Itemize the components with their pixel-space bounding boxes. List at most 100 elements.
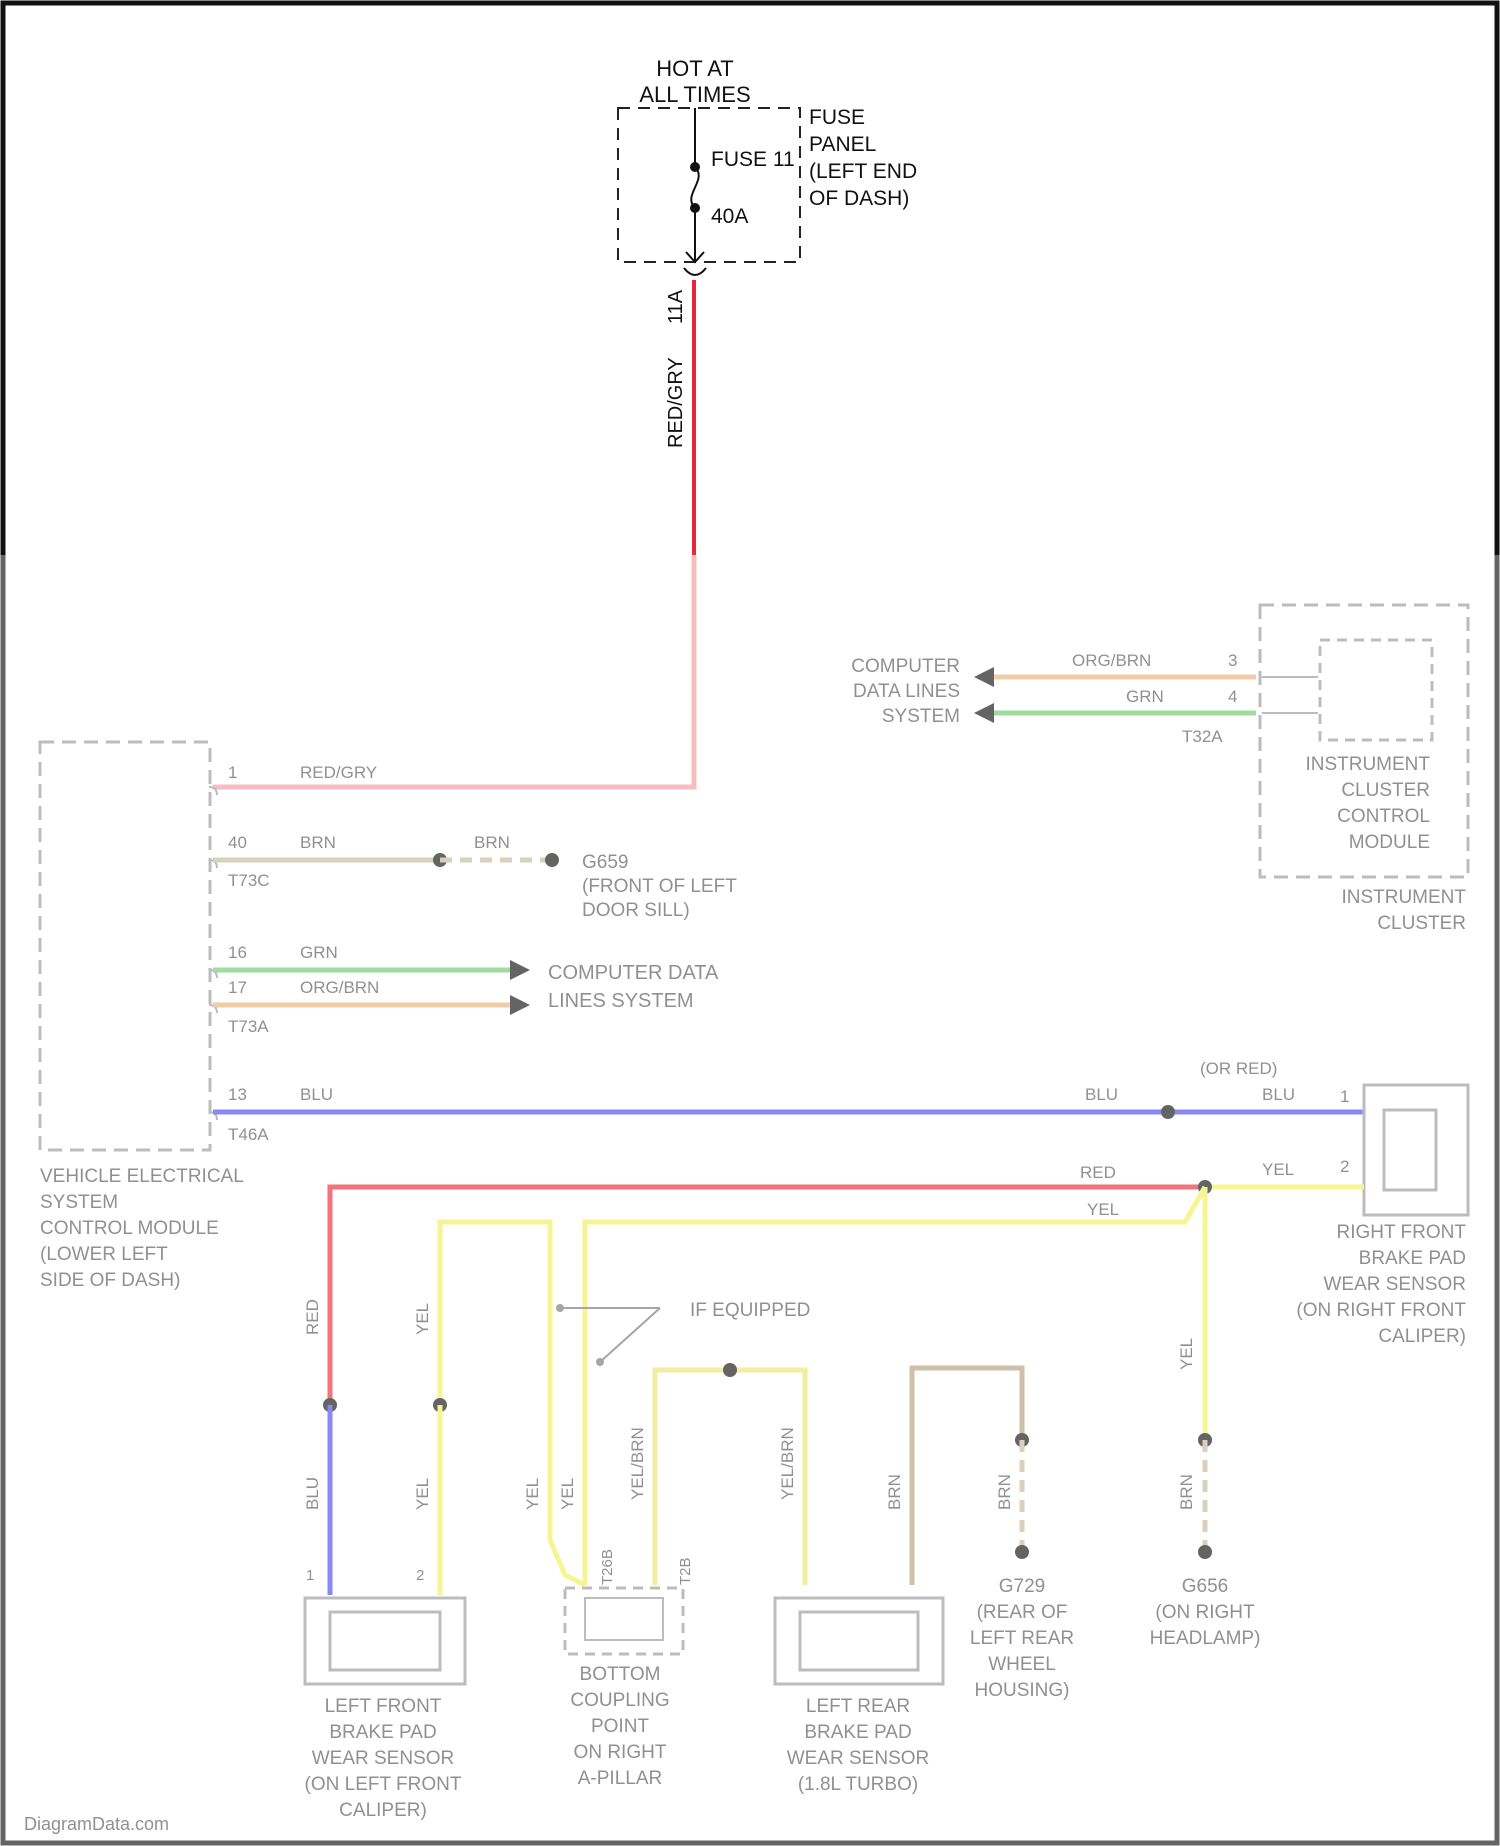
left-rear-label-4: (1.8L TURBO) — [798, 1774, 918, 1795]
right-blu-label: BLU — [1085, 1085, 1118, 1104]
harness-brn-b: BRN — [995, 1474, 1014, 1510]
coupling-inner — [585, 1598, 663, 1640]
cluster-pin4: 4 — [1228, 687, 1237, 706]
coupling-label-5: A-PILLAR — [578, 1768, 662, 1789]
g656-label-3: HEADLAMP) — [1150, 1628, 1261, 1649]
vecm-wire17-color: ORG/BRN — [300, 978, 379, 997]
fuse-pin-label: 11A — [665, 289, 687, 324]
left-rear-label-3: WEAR SENSOR — [787, 1748, 930, 1769]
fuse-panel-label-3: (LEFT END — [809, 160, 917, 183]
right-sensor-inner — [1384, 1110, 1436, 1190]
cluster-connector: T32A — [1182, 727, 1223, 746]
data-lines-left-1: COMPUTER DATA — [548, 962, 719, 984]
fuse-panel-label-2: PANEL — [809, 133, 876, 156]
left-sensor-pin2: 2 — [416, 1567, 424, 1584]
if-equipped-label: IF EQUIPPED — [690, 1300, 810, 1321]
right-sensor-label-1: RIGHT FRONT — [1337, 1222, 1467, 1243]
g729-label-5: HOUSING) — [975, 1680, 1070, 1701]
right-sensor-box — [1364, 1085, 1468, 1215]
fuse-panel-box — [618, 108, 800, 262]
cluster-module-label-1: INSTRUMENT — [1305, 754, 1430, 775]
cluster-wire3-color: ORG/BRN — [1072, 651, 1151, 670]
harness-yel-label: YEL — [1087, 1200, 1119, 1219]
fuse-wire-color: RED/GRY — [665, 357, 687, 448]
right-blu-label-2: BLU — [1262, 1085, 1295, 1104]
vecm-pin13: 13 — [228, 1085, 247, 1104]
data-lines-left-2: LINES SYSTEM — [548, 990, 694, 1012]
cluster-outer-label-1: INSTRUMENT — [1341, 887, 1466, 908]
g729-label-1: G729 — [999, 1576, 1045, 1597]
vecm-connector-t73a: T73A — [228, 1017, 269, 1036]
vecm-label-5: SIDE OF DASH) — [40, 1270, 180, 1291]
right-sensor-label-5: CALIPER) — [1378, 1326, 1466, 1347]
right-sensor-pin2: 2 — [1340, 1157, 1349, 1176]
left-front-sensor-inner — [330, 1612, 440, 1670]
harness-yel-brn-a: YEL/BRN — [628, 1427, 647, 1500]
right-yel-label: YEL — [1262, 1160, 1294, 1179]
cluster-data-label-2: DATA LINES — [853, 681, 960, 702]
g659-label-3: DOOR SILL) — [582, 900, 690, 921]
cluster-module-label-3: CONTROL — [1337, 806, 1430, 827]
coupling-label-3: POINT — [591, 1716, 649, 1737]
yel-harness-wire — [585, 1187, 1205, 1585]
arrow-left-icon — [974, 703, 994, 723]
cluster-data-label-1: COMPUTER — [851, 656, 960, 677]
left-rear-sensor-inner — [800, 1612, 918, 1670]
coupling-label-4: ON RIGHT — [574, 1742, 667, 1763]
harness-yel-right: YEL — [1177, 1338, 1196, 1370]
coupling-conn-2: T2B — [677, 1557, 694, 1585]
coupling-label-1: BOTTOM — [580, 1664, 661, 1685]
left-rear-label-2: BRAKE PAD — [804, 1722, 911, 1743]
harness-red-label: RED — [1080, 1163, 1116, 1182]
fuse-name: FUSE 11 — [711, 148, 795, 171]
right-sensor-label-2: BRAKE PAD — [1359, 1248, 1466, 1269]
left-front-label-3: WEAR SENSOR — [312, 1748, 455, 1769]
arrow-left-icon — [974, 667, 994, 687]
if-equipped-dot-2 — [596, 1358, 604, 1366]
vecm-wire13-color: BLU — [300, 1085, 333, 1104]
g659-label-2: (FRONT OF LEFT — [582, 876, 737, 897]
cluster-data-label-3: SYSTEM — [882, 706, 960, 727]
cluster-wire4-color: GRN — [1126, 687, 1164, 706]
left-front-label-2: BRAKE PAD — [329, 1722, 436, 1743]
cluster-outer-label-2: CLUSTER — [1377, 913, 1466, 934]
fuse-panel-label-1: FUSE — [809, 106, 865, 129]
cluster-module-box — [1320, 640, 1432, 740]
left-sensor-pin1: 1 — [306, 1567, 314, 1584]
arrow-right-icon — [510, 960, 530, 980]
watermark: DiagramData.com — [24, 1814, 169, 1834]
harness-brn-c: BRN — [1177, 1474, 1196, 1510]
right-alt-label: (OR RED) — [1200, 1059, 1277, 1078]
fuse-rating: 40A — [711, 205, 748, 228]
vecm-label-4: (LOWER LEFT — [40, 1244, 168, 1265]
outer-border — [3, 3, 1497, 1843]
splice-yel-brn — [723, 1363, 737, 1377]
cluster-module-label-4: MODULE — [1349, 832, 1430, 853]
yel-loop-wire — [440, 1222, 585, 1585]
harness-left-blu: BLU — [303, 1477, 322, 1510]
harness-left-yel: YEL — [413, 1303, 432, 1335]
vecm-wire40-color: BRN — [300, 833, 336, 852]
cluster-pin3: 3 — [1228, 651, 1237, 670]
left-rear-label-1: LEFT REAR — [806, 1696, 910, 1717]
arrow-right-icon — [510, 995, 530, 1015]
vecm-label-3: CONTROL MODULE — [40, 1218, 219, 1239]
harness-left-red: RED — [303, 1299, 322, 1335]
vecm-box — [40, 742, 210, 1150]
harness-left-yel2: YEL — [413, 1478, 432, 1510]
if-equipped-dot-1 — [556, 1304, 564, 1312]
connector-icon — [684, 268, 706, 275]
fuse-panel-label-4: OF DASH) — [809, 187, 909, 210]
vecm-wire16-color: GRN — [300, 943, 338, 962]
vecm-wire1-color: RED/GRY — [300, 763, 377, 782]
vecm-pin40: 40 — [228, 833, 247, 852]
harness-yel-brn-b: YEL/BRN — [778, 1427, 797, 1500]
left-front-label-4: (ON LEFT FRONT — [305, 1774, 462, 1795]
right-sensor-label-4: (ON RIGHT FRONT — [1296, 1300, 1466, 1321]
if-equipped-line-2 — [600, 1308, 660, 1362]
cluster-module-label-2: CLUSTER — [1341, 780, 1430, 801]
hot-at-label: HOT AT — [656, 56, 733, 81]
harness-yel-a: YEL — [523, 1478, 542, 1510]
